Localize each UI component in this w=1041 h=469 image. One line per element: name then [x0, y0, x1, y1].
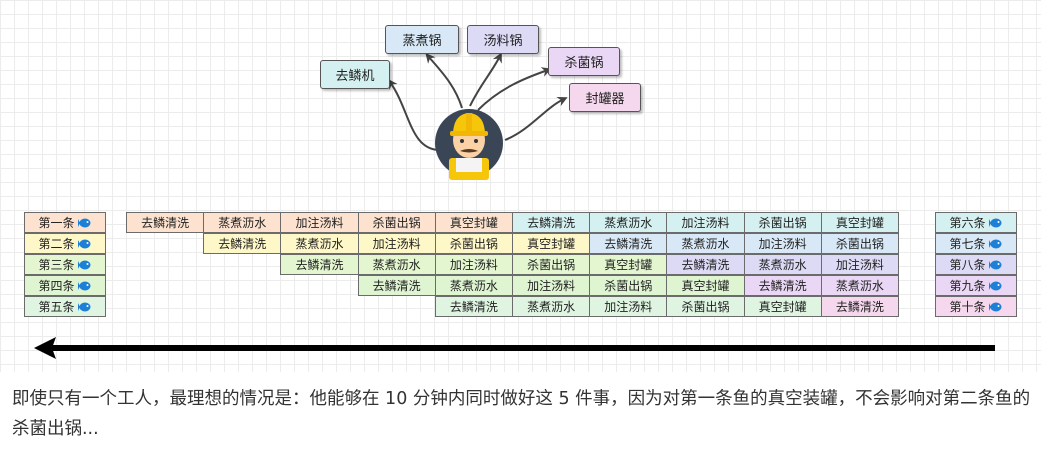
grid-cell: 真空封罐: [589, 254, 668, 275]
arrow-to-sealer: [504, 97, 568, 141]
right-label-4: 第九条: [935, 275, 1017, 296]
machine-steamer: 蒸煮锅: [385, 25, 459, 54]
grid-cell: 真空封罐: [820, 212, 899, 233]
right-label-2-text: 第七条: [949, 237, 986, 251]
grid-cell: 加注汤料: [280, 212, 359, 233]
grid-cell: 杀菌出锅: [434, 233, 513, 254]
grid-cell: 杀菌出锅: [743, 212, 822, 233]
fish-icon: [988, 239, 1001, 248]
grid-cell: 蒸煮沥水: [512, 296, 591, 317]
grid-cell: 杀菌出锅: [820, 233, 899, 254]
grid-cell: 去鳞清洗: [743, 275, 822, 296]
grid-cell: 真空封罐: [512, 233, 591, 254]
grid-cell: 去鳞清洗: [820, 296, 899, 317]
grid-cell: 去鳞清洗: [589, 233, 668, 254]
left-label-2: 第二条: [24, 233, 106, 254]
diagram-canvas: 去鳞机 蒸煮锅 汤料锅 杀菌锅 封罐器 第一条第二条第三条第四条第五条 第六条第…: [0, 0, 1041, 372]
grid-cell: 杀菌出锅: [357, 212, 436, 233]
grid-cell: 加注汤料: [743, 233, 822, 254]
grid-cell: 杀菌出锅: [512, 254, 591, 275]
grid-cell: 去鳞清洗: [666, 254, 745, 275]
right-label-2: 第七条: [935, 233, 1017, 254]
grid-cell: 加注汤料: [512, 275, 591, 296]
right-label-3-text: 第八条: [949, 258, 986, 272]
fish-icon: [77, 260, 90, 269]
grid-cell: 加注汤料: [666, 212, 745, 233]
grid-cell: 真空封罐: [434, 212, 513, 233]
machine-descaler: 去鳞机: [320, 60, 390, 89]
grid-cell: 去鳞清洗: [280, 254, 359, 275]
timeline-arrowhead: [34, 337, 56, 359]
grid-cell: 蒸煮沥水: [357, 254, 436, 275]
left-label-3-text: 第三条: [38, 258, 75, 272]
worker-avatar-icon: [435, 109, 503, 180]
caption-text: 即使只有一个工人，最理想的情况是：他能够在 10 分钟内同时做好这 5 件事，因…: [12, 389, 1031, 439]
grid-cell: 去鳞清洗: [512, 212, 591, 233]
grid-cell: 去鳞清洗: [203, 233, 282, 254]
grid-cell: 蒸煮沥水: [820, 275, 899, 296]
grid-cell: 蒸煮沥水: [589, 212, 668, 233]
left-label-2-text: 第二条: [38, 237, 75, 251]
left-label-5: 第五条: [24, 296, 106, 317]
right-label-4-text: 第九条: [949, 279, 986, 293]
left-label-4-text: 第四条: [38, 279, 75, 293]
arrow-to-descaler: [387, 78, 441, 151]
grid-cell: 蒸煮沥水: [434, 275, 513, 296]
left-label-1-text: 第一条: [38, 216, 75, 230]
grid-cell: 加注汤料: [589, 296, 668, 317]
machine-sterilizer: 杀菌锅: [548, 47, 620, 76]
grid-cell: 加注汤料: [434, 254, 513, 275]
grid-cell: 蒸煮沥水: [666, 233, 745, 254]
grid-cell: 蒸煮沥水: [280, 233, 359, 254]
grid-cell: 去鳞清洗: [434, 296, 513, 317]
arrow-to-steamer: [425, 52, 463, 109]
grid-cell: 蒸煮沥水: [203, 212, 282, 233]
fish-icon: [988, 281, 1001, 290]
right-label-5: 第十条: [935, 296, 1017, 317]
connector-arrows: [34, 52, 995, 359]
grid-cell: 真空封罐: [666, 275, 745, 296]
right-label-3: 第八条: [935, 254, 1017, 275]
fish-icon: [988, 302, 1001, 311]
fish-icon: [77, 239, 90, 248]
left-label-1: 第一条: [24, 212, 106, 233]
left-label-3: 第三条: [24, 254, 106, 275]
grid-cell: 杀菌出锅: [589, 275, 668, 296]
machine-soup-pot: 汤料锅: [467, 25, 539, 54]
grid-cell: 杀菌出锅: [666, 296, 745, 317]
grid-cell: 真空封罐: [743, 296, 822, 317]
fish-icon: [77, 281, 90, 290]
grid-cell: 加注汤料: [357, 233, 436, 254]
grid-cell: 蒸煮沥水: [743, 254, 822, 275]
grid-cell: 去鳞清洗: [357, 275, 436, 296]
fish-icon: [988, 218, 1001, 227]
machine-sealer: 封罐器: [569, 83, 641, 112]
grid-cell: 加注汤料: [820, 254, 899, 275]
fish-icon: [77, 302, 90, 311]
fish-icon: [988, 260, 1001, 269]
left-label-4: 第四条: [24, 275, 106, 296]
arrow-to-soup-pot: [469, 52, 502, 107]
arrow-to-sterilizer: [477, 67, 552, 111]
right-label-5-text: 第十条: [949, 300, 986, 314]
right-label-1: 第六条: [935, 212, 1017, 233]
left-label-5-text: 第五条: [38, 300, 75, 314]
fish-icon: [77, 218, 90, 227]
grid-cell: 去鳞清洗: [126, 212, 205, 233]
right-label-1-text: 第六条: [949, 216, 986, 230]
